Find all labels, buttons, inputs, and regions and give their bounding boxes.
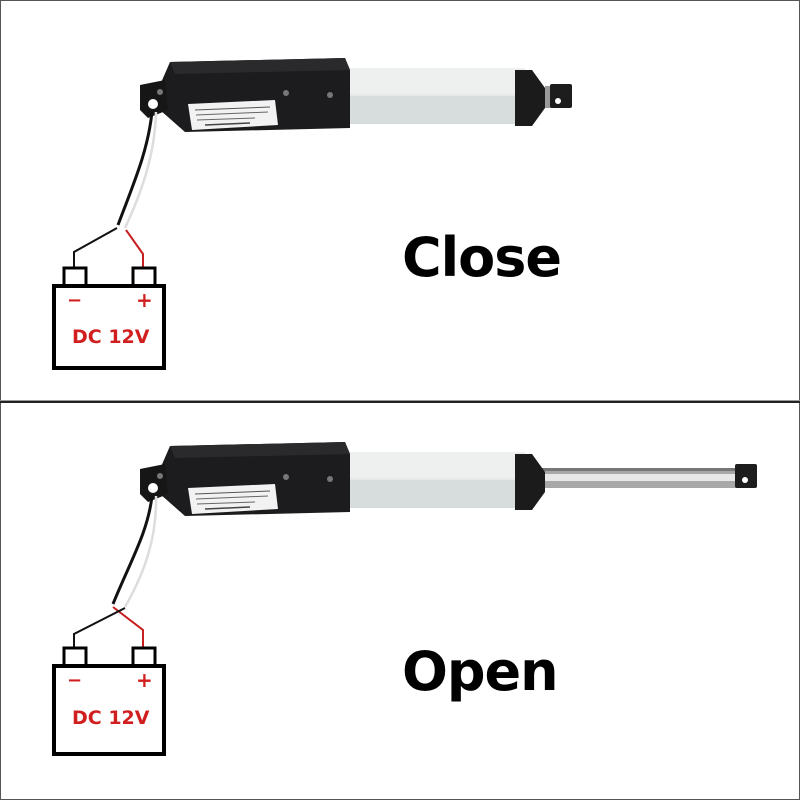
battery-negative-sign: − [67, 670, 83, 691]
linear-actuator-icon [52, 442, 757, 756]
battery-icon [52, 266, 166, 370]
linear-actuator-icon [52, 58, 572, 370]
battery-voltage-label: DC 12V [72, 707, 150, 729]
state-label-open: Open [402, 640, 559, 703]
battery-positive-sign: + [136, 288, 153, 312]
state-label-close: Close [402, 226, 562, 289]
battery-positive-sign: + [136, 668, 153, 692]
battery-icon [52, 646, 166, 756]
panel-close: − + DC 12V Close [0, 0, 800, 400]
battery-voltage-label: DC 12V [72, 326, 150, 348]
panel-open: − + DC 12V Open [0, 402, 800, 802]
battery-negative-sign: − [67, 290, 83, 311]
panel-divider [0, 400, 800, 403]
